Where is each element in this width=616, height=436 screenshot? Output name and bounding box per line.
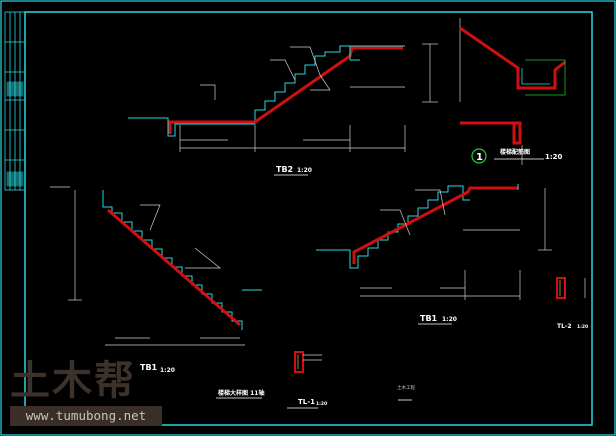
beam-tl2: TL-2 1:20: [556, 277, 588, 330]
beam-tl1: TL-1 1:20: [287, 351, 327, 409]
detail-1: 1 楼梯配筋图 1:20: [459, 18, 566, 165]
detail-title: 楼梯配筋图: [500, 148, 530, 156]
stair-tb1-left: TB1 1:20 楼梯大样图 11轴: [50, 186, 264, 399]
watermark-url: www.tumubong.net: [10, 406, 162, 426]
tb1-right-title: TB1: [420, 314, 438, 323]
tb1-right-scale: 1:20: [442, 316, 457, 323]
tl2-scale: 1:20: [577, 324, 588, 330]
drawing-frame: [24, 11, 593, 426]
title-block-strip: [4, 11, 26, 191]
stair-tb2: TB2 1:20: [128, 43, 438, 176]
watermark-logo: 土木帮: [10, 358, 136, 404]
detail-number: 1: [476, 152, 483, 163]
bottom-note: 楼梯大样图 11轴: [218, 389, 264, 397]
tl2-title: TL-2: [557, 323, 572, 330]
tl1-scale: 1:20: [316, 401, 327, 407]
detail-scale: 1:20: [545, 153, 563, 161]
tb1-left-title: TB1: [140, 363, 158, 372]
watermark: 土木帮 www.tumubong.net: [10, 358, 162, 426]
tb2-scale: 1:20: [297, 167, 312, 174]
tl1-title: TL-1: [298, 398, 315, 406]
tb1-left-scale: 1:20: [160, 367, 175, 374]
stair-tb1-right: TB1 1:20: [316, 184, 552, 325]
tb2-title: TB2: [276, 165, 293, 174]
project-label: 土木工程: [397, 384, 415, 391]
